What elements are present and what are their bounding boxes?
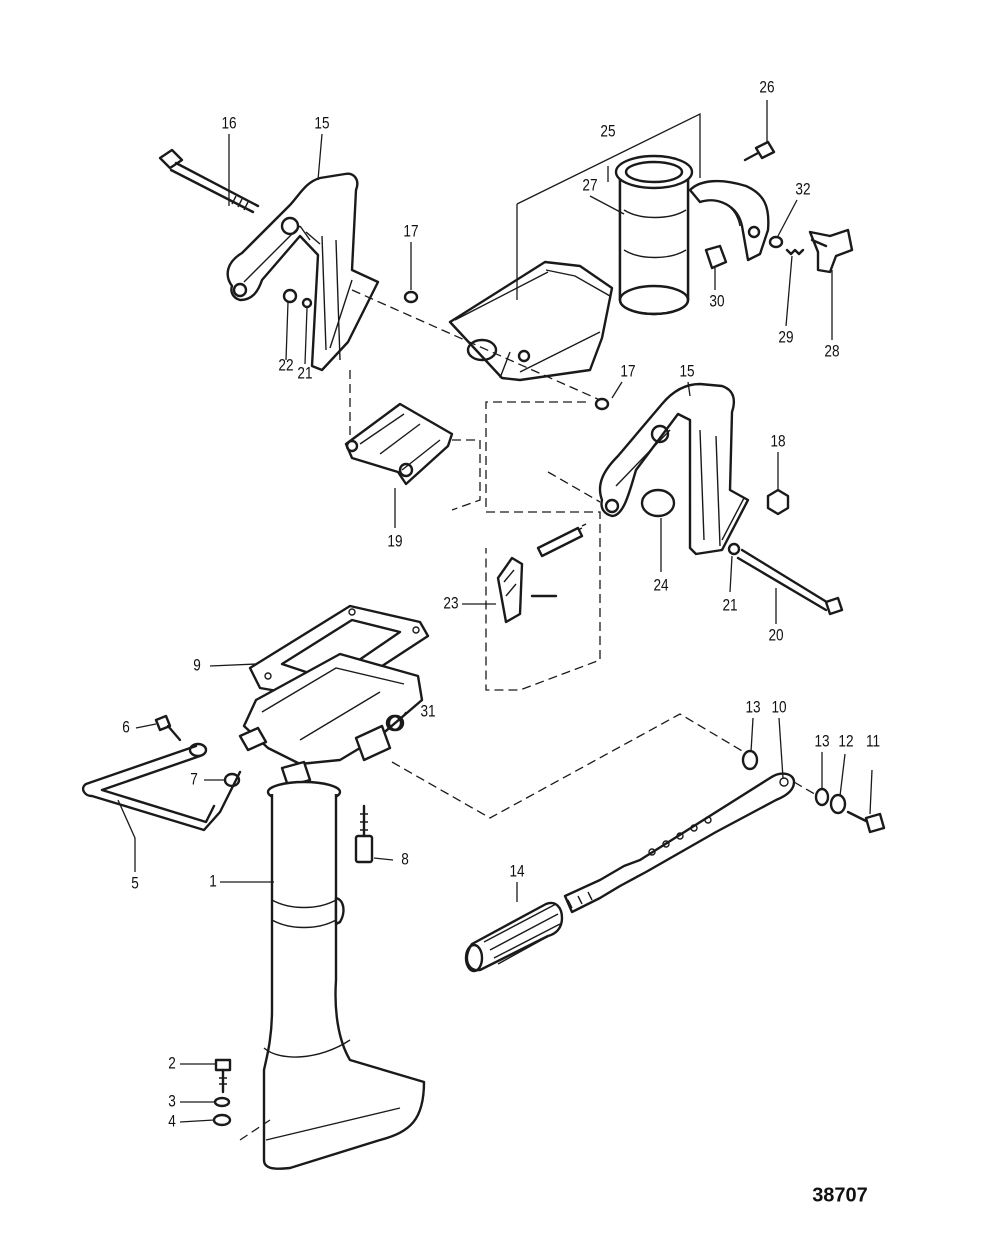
carry-handle-5 bbox=[81, 742, 242, 832]
thumb-screw-28 bbox=[808, 228, 854, 274]
washer-12 bbox=[829, 793, 847, 815]
callout-3: 3 bbox=[168, 1092, 176, 1111]
bolt-2 bbox=[214, 1058, 232, 1094]
callout-21-left: 21 bbox=[297, 364, 312, 383]
swivel-clamp-ring bbox=[688, 179, 770, 262]
washer-13-inner bbox=[741, 749, 759, 771]
callout-26: 26 bbox=[759, 78, 774, 97]
callout-14: 14 bbox=[509, 862, 525, 881]
callout-27: 27 bbox=[582, 176, 597, 195]
washer-21-left bbox=[301, 297, 313, 309]
callout-29: 29 bbox=[778, 328, 793, 347]
lockwasher-3 bbox=[213, 1096, 231, 1108]
washer-17-top bbox=[403, 290, 419, 304]
tiller-grip-14 bbox=[464, 901, 564, 973]
callout-25: 25 bbox=[600, 122, 615, 141]
callout-11: 11 bbox=[866, 732, 880, 751]
callout-15-right: 15 bbox=[679, 362, 694, 381]
callout-12: 12 bbox=[838, 732, 853, 751]
callout-30: 30 bbox=[709, 292, 724, 311]
callout-20: 20 bbox=[768, 626, 783, 645]
screw-26 bbox=[743, 140, 776, 162]
callout-28: 28 bbox=[824, 342, 839, 361]
callout-7: 7 bbox=[190, 770, 198, 789]
nut-22 bbox=[282, 288, 298, 304]
clamp-bracket-right-15 bbox=[598, 382, 750, 556]
callout-23: 23 bbox=[443, 594, 458, 613]
callout-1: 1 bbox=[209, 872, 217, 891]
callout-5: 5 bbox=[131, 874, 139, 893]
washer-4 bbox=[212, 1113, 232, 1127]
screw-8 bbox=[354, 804, 374, 864]
washer-32 bbox=[768, 235, 784, 249]
drive-shaft-housing-1 bbox=[262, 780, 426, 1170]
figure-number: 38707 bbox=[812, 1184, 868, 1206]
callout-10: 10 bbox=[771, 698, 786, 717]
callout-13-outer: 13 bbox=[814, 732, 829, 751]
tilt-lock-assembly-23 bbox=[496, 523, 587, 624]
mount-adapter-casting bbox=[238, 652, 424, 788]
callout-2: 2 bbox=[168, 1054, 176, 1073]
spring-29 bbox=[785, 248, 805, 256]
callout-19: 19 bbox=[387, 532, 402, 551]
swivel-bracket-25 bbox=[448, 260, 614, 382]
callout-9: 9 bbox=[193, 656, 201, 675]
washer-21-right bbox=[727, 542, 741, 556]
callout-22: 22 bbox=[278, 356, 293, 375]
tiller-arm-10 bbox=[563, 772, 796, 914]
washer-13-outer bbox=[814, 787, 830, 807]
nut-31 bbox=[387, 714, 405, 732]
washer-17-mid bbox=[594, 397, 610, 411]
bolt-20 bbox=[736, 548, 844, 616]
callout-17-top: 17 bbox=[403, 222, 418, 241]
assembly-lines bbox=[239, 289, 819, 1141]
pad-30 bbox=[704, 244, 728, 270]
swivel-tube-27 bbox=[614, 154, 694, 316]
callout-15-left: 15 bbox=[314, 114, 329, 133]
bolt-16 bbox=[158, 148, 260, 214]
callout-8: 8 bbox=[401, 850, 409, 869]
callout-31: 31 bbox=[420, 702, 435, 721]
callout-6: 6 bbox=[122, 718, 130, 737]
screw-6 bbox=[154, 714, 182, 742]
disc-24 bbox=[640, 488, 676, 518]
callout-17-mid: 17 bbox=[620, 362, 635, 381]
callout-labels: 1 2 3 4 5 6 7 8 9 10 11 12 13 13 14 15 1… bbox=[122, 78, 880, 1131]
callout-16: 16 bbox=[221, 114, 236, 133]
callout-13-inner: 13 bbox=[745, 698, 760, 717]
callout-18: 18 bbox=[770, 432, 785, 451]
callout-21-right: 21 bbox=[722, 596, 737, 615]
callout-32: 32 bbox=[795, 180, 810, 199]
nut-18 bbox=[766, 488, 790, 516]
leader-lines bbox=[117, 100, 873, 1123]
clamp-bracket-left-15 bbox=[226, 172, 380, 372]
callout-4: 4 bbox=[168, 1112, 176, 1131]
callout-24: 24 bbox=[653, 576, 669, 595]
link-19 bbox=[344, 402, 454, 486]
bolt-11 bbox=[846, 810, 886, 834]
